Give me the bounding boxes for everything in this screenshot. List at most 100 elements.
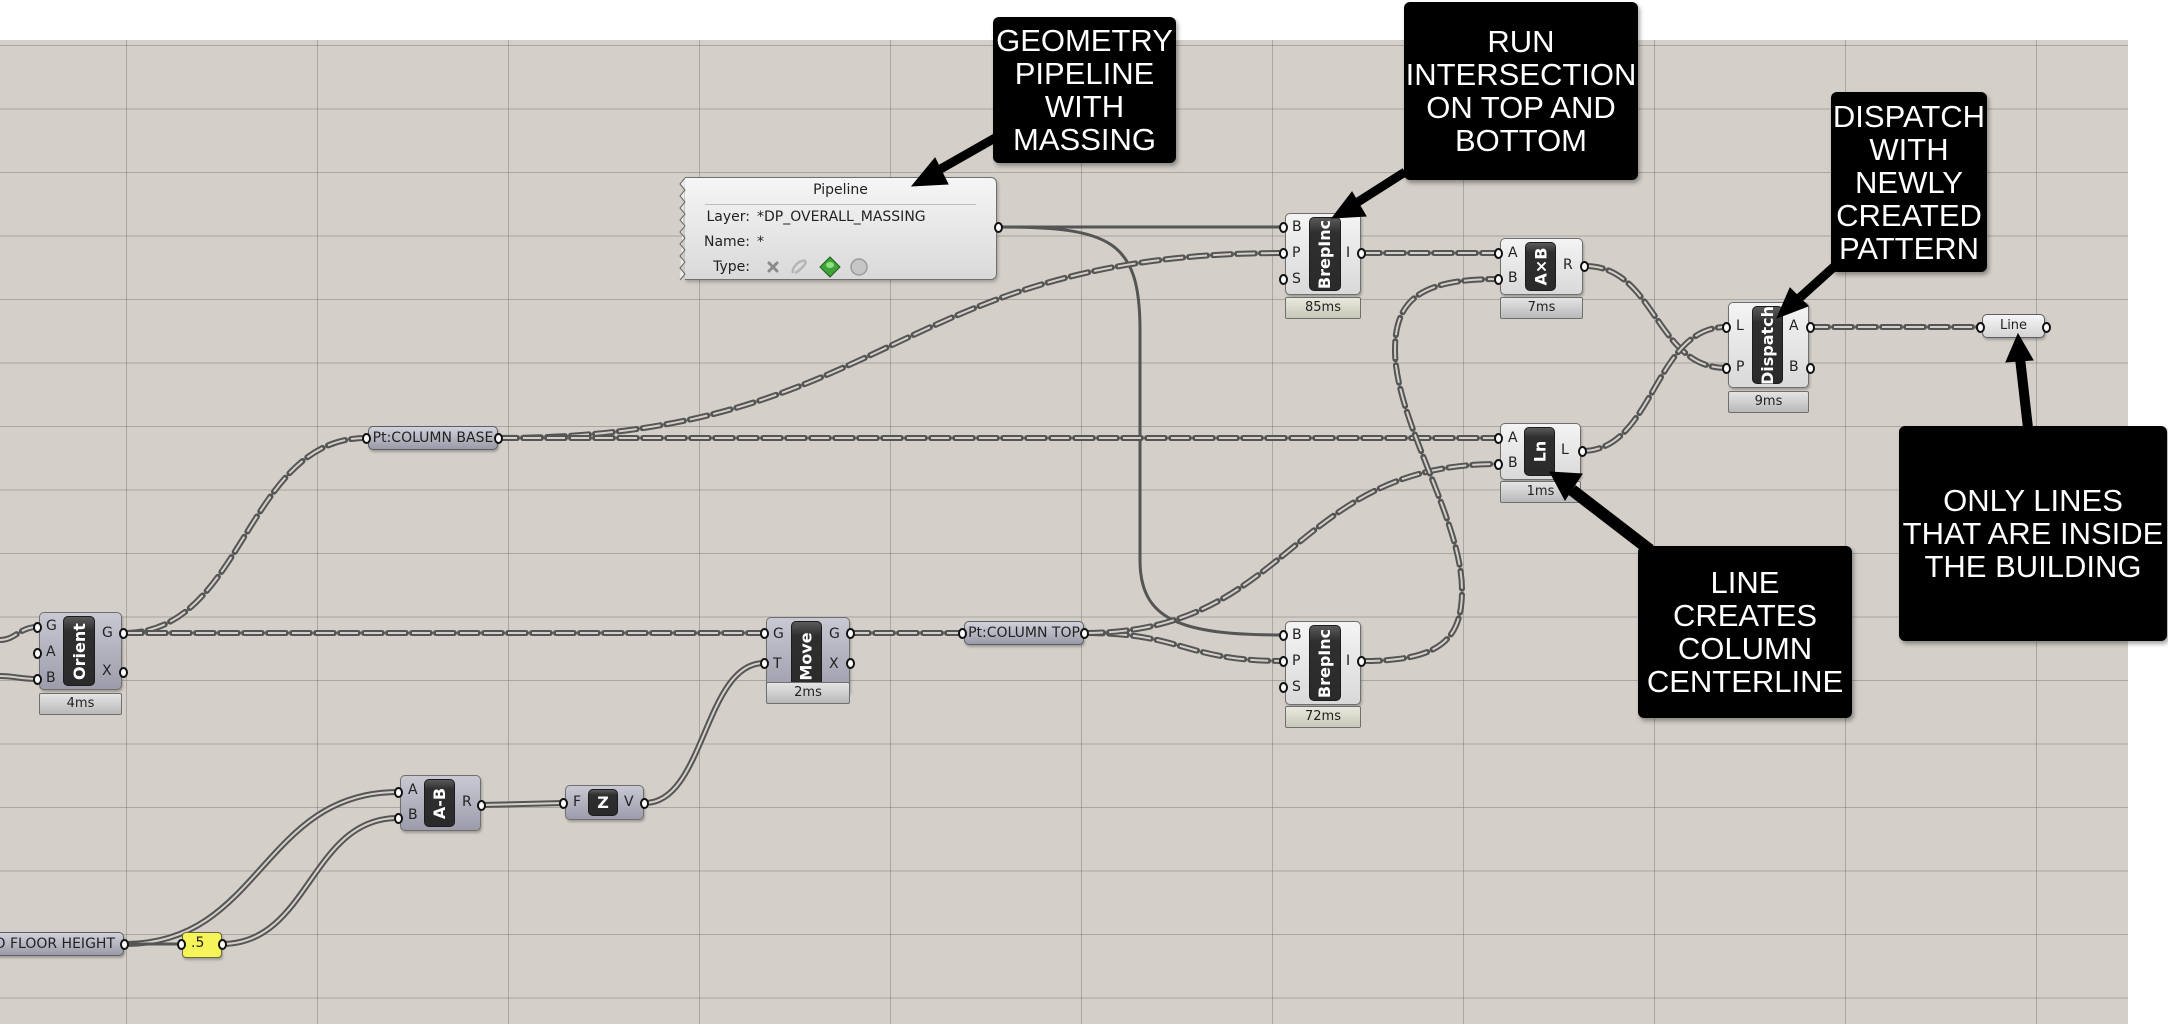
floor-height-param[interactable]: TO FLOOR HEIGHT <box>0 932 124 956</box>
point-type-icon[interactable] <box>763 257 783 277</box>
input-b-label: B <box>46 670 56 686</box>
dispatch-port-l[interactable] <box>1722 322 1731 333</box>
subtract-component[interactable]: A B A-B R <box>400 775 481 831</box>
line-timing: 1ms <box>1500 481 1581 503</box>
input-p-label: P <box>1292 245 1301 261</box>
column-base-input-port[interactable] <box>362 433 371 444</box>
orient-port-g-in[interactable] <box>33 622 42 633</box>
brepinc-bottom-component[interactable]: B P S BrepInc I <box>1285 621 1361 705</box>
orient-port-g-out[interactable] <box>119 628 128 639</box>
brepinc-top-core: BrepInc <box>1309 217 1341 291</box>
move-core: Move <box>791 621 822 691</box>
dispatch-component[interactable]: L P Dispatch A B <box>1728 302 1809 388</box>
floor-height-output-port[interactable] <box>120 939 129 950</box>
grasshopper-canvas[interactable] <box>0 40 2128 1024</box>
orient-port-a[interactable] <box>33 648 42 659</box>
multiply-port-b[interactable] <box>1494 274 1503 285</box>
brepinc-bottom-port-p[interactable] <box>1279 656 1288 667</box>
pipeline-zigzag-edge <box>679 178 686 281</box>
number-slider[interactable]: .5 <box>182 932 222 958</box>
line-param-input-port[interactable] <box>1976 322 1985 333</box>
line-component[interactable]: A B Ln L <box>1500 423 1581 480</box>
output-g-label: G <box>829 626 840 642</box>
brepinc-top-component[interactable]: B P S BrepInc I <box>1285 213 1361 295</box>
line-port-a[interactable] <box>1494 433 1503 444</box>
input-f-label: F <box>573 794 582 810</box>
layer-value[interactable]: *DP_OVERALL_MASSING <box>757 209 926 225</box>
line-name: Ln <box>1530 440 1549 463</box>
input-b-label: B <box>1292 627 1302 643</box>
input-b-label: B <box>408 807 418 823</box>
curve-type-icon[interactable] <box>789 257 809 277</box>
move-port-x[interactable] <box>846 658 855 669</box>
column-top-input-port[interactable] <box>958 628 967 639</box>
column-base-param[interactable]: Pt:COLUMN BASE <box>368 426 498 450</box>
pipeline-component[interactable]: Pipeline Layer: *DP_OVERALL_MASSING Name… <box>679 177 997 281</box>
unit-z-component[interactable]: F Z V <box>565 785 644 820</box>
brepinc-bottom-port-i[interactable] <box>1357 656 1366 667</box>
pipeline-divider <box>705 204 976 205</box>
output-a-label: A <box>1789 318 1799 334</box>
move-port-g-in[interactable] <box>760 628 769 639</box>
dispatch-timing: 9ms <box>1728 391 1809 413</box>
orient-core: Orient <box>63 616 95 686</box>
move-port-g-out[interactable] <box>846 628 855 639</box>
orient-port-x[interactable] <box>119 667 128 678</box>
orient-component[interactable]: G A B Orient G X <box>39 612 122 690</box>
multiply-timing: 7ms <box>1500 297 1583 319</box>
multiply-port-a[interactable] <box>1494 248 1503 259</box>
line-core: Ln <box>1524 427 1555 476</box>
dispatch-port-a[interactable] <box>1806 322 1815 333</box>
brepinc-bottom-port-s[interactable] <box>1279 682 1288 693</box>
dispatch-core: Dispatch <box>1752 305 1783 385</box>
input-p-label: P <box>1292 653 1301 669</box>
line-param[interactable]: Line <box>1982 314 2045 338</box>
brepinc-bottom-timing: 72ms <box>1285 706 1361 728</box>
input-s-label: S <box>1292 679 1301 695</box>
line-port-l[interactable] <box>1578 446 1587 457</box>
dispatch-port-p[interactable] <box>1722 363 1731 374</box>
input-a-label: A <box>1508 245 1518 261</box>
brepinc-top-name: BrepInc <box>1315 219 1335 289</box>
input-b-label: B <box>1292 219 1302 235</box>
line-param-output-port[interactable] <box>2042 322 2051 333</box>
brepinc-top-port-s[interactable] <box>1279 274 1288 285</box>
unit-z-port-f[interactable] <box>559 798 568 809</box>
subtract-port-b[interactable] <box>394 813 403 824</box>
pipeline-title: Pipeline <box>813 182 868 198</box>
slider-output-port[interactable] <box>218 939 227 950</box>
line-port-b[interactable] <box>1494 459 1503 470</box>
subtract-port-a[interactable] <box>394 787 403 798</box>
output-i-label: I <box>1346 245 1351 261</box>
output-x-label: X <box>829 656 839 672</box>
brepinc-bottom-port-b[interactable] <box>1279 630 1288 641</box>
mesh-type-icon[interactable] <box>849 257 869 277</box>
brep-type-icon[interactable] <box>819 256 841 278</box>
subtract-port-r[interactable] <box>477 800 486 811</box>
brepinc-top-port-b[interactable] <box>1279 222 1288 233</box>
column-top-param[interactable]: Pt:COLUMN TOP <box>964 621 1084 645</box>
brepinc-top-port-p[interactable] <box>1279 248 1288 259</box>
input-p-label: P <box>1736 359 1745 375</box>
slider-input-port[interactable] <box>177 939 186 950</box>
brepinc-top-port-i[interactable] <box>1357 248 1366 259</box>
orient-port-b[interactable] <box>33 674 42 685</box>
unit-z-name: Z <box>597 793 609 812</box>
pipeline-output-port[interactable] <box>994 222 1003 233</box>
dispatch-port-b[interactable] <box>1806 363 1815 374</box>
move-port-t[interactable] <box>760 658 769 669</box>
name-value[interactable]: * <box>757 234 764 250</box>
multiply-port-r[interactable] <box>1580 261 1589 272</box>
unit-z-port-v[interactable] <box>640 798 649 809</box>
multiply-core: A×B <box>1525 242 1556 291</box>
brepinc-bottom-core: BrepInc <box>1309 625 1341 701</box>
column-top-output-port[interactable] <box>1080 628 1089 639</box>
input-g-label: G <box>773 626 784 642</box>
column-base-output-port[interactable] <box>494 433 503 444</box>
multiply-component[interactable]: A B A×B R <box>1500 238 1583 295</box>
